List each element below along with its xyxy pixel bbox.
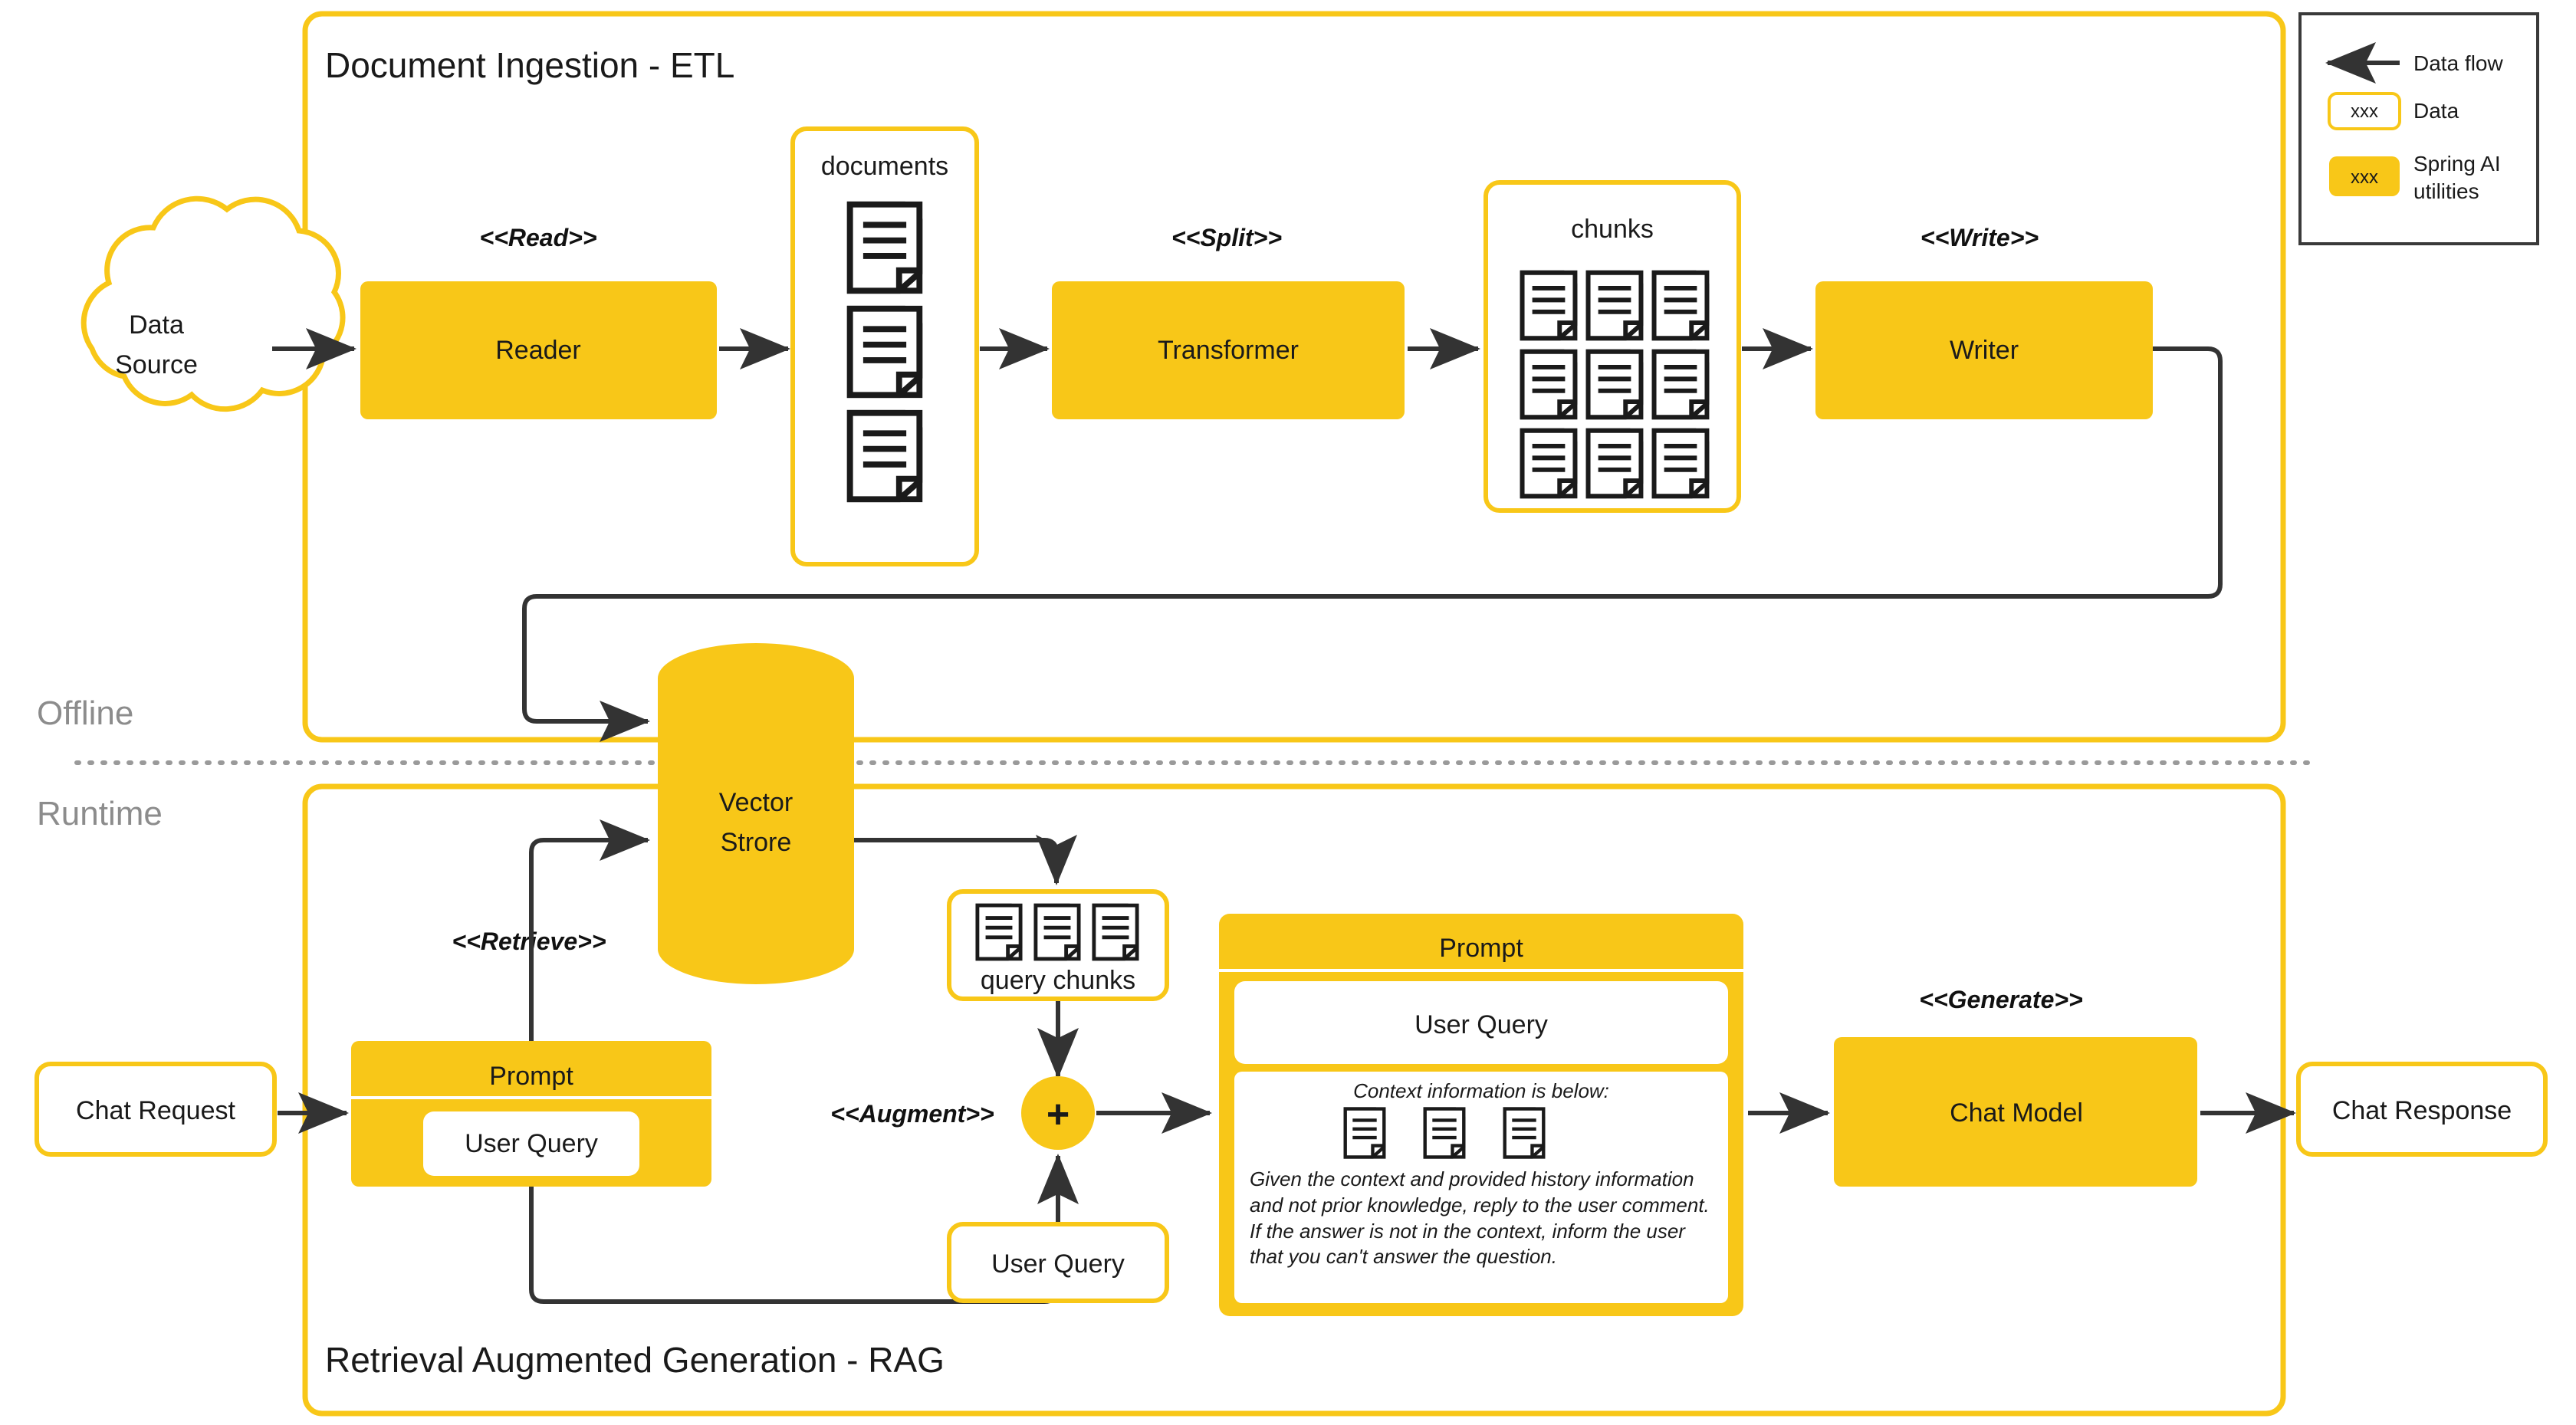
arrow-vectorstore-to-querychunks	[854, 835, 1077, 885]
documents-group[interactable]: documents	[790, 126, 979, 566]
chunk-icon	[1523, 352, 1576, 418]
chunks-group[interactable]: chunks	[1484, 180, 1741, 513]
prompt-left-header: Prompt	[489, 1062, 573, 1091]
chunk-icon	[1523, 431, 1576, 497]
chat-response-box[interactable]	[2296, 1062, 2548, 1157]
query-chunks-node[interactable]: query chunks	[947, 889, 1169, 1001]
vector-store-line1: Vector	[719, 788, 793, 817]
document-icon	[850, 413, 920, 500]
augment-circle[interactable]	[1021, 1076, 1095, 1150]
legend-label-springai-line2: utilities	[2413, 179, 2479, 203]
chunk-icon	[1654, 431, 1707, 497]
user-query-label: User Query	[991, 1249, 1125, 1279]
rag-title: Retrieval Augmented Generation - RAG	[325, 1340, 945, 1380]
cloud-shape	[80, 195, 346, 412]
document-icon	[850, 205, 920, 291]
vector-store-node[interactable]: Vector Strore	[658, 643, 854, 984]
legend-data-sample: xxx	[2351, 101, 2378, 122]
reader-box[interactable]	[360, 281, 717, 419]
data-source-line1: Data	[129, 310, 184, 340]
context-chunk-icon	[1346, 1109, 1385, 1157]
chunks-label: chunks	[1571, 215, 1654, 244]
prompt-right-node[interactable]: Prompt User Query Context information is…	[1219, 914, 1743, 1316]
write-stereotype: <<Write>>	[1921, 224, 2039, 251]
chat-request-box[interactable]	[34, 1062, 277, 1157]
user-query-node[interactable]: User Query	[947, 1222, 1169, 1303]
legend-label-springai-line1: Spring AI	[2413, 152, 2501, 176]
documents-label: documents	[821, 152, 948, 181]
data-source-line2: Source	[115, 350, 198, 379]
writer-box[interactable]	[1815, 281, 2153, 419]
prompt-left-node[interactable]: Prompt User Query	[351, 1041, 711, 1187]
legend-springai-swatch	[2329, 156, 2400, 196]
augment-plus-symbol: +	[1046, 1092, 1070, 1137]
prompt-right-header: Prompt	[1439, 934, 1523, 963]
split-stereotype: <<Split>>	[1171, 224, 1282, 251]
chat-model-box[interactable]	[1834, 1037, 2197, 1187]
chat-model-node[interactable]: <<Generate>> Chat Model	[1834, 986, 2197, 1187]
vector-store-line2: Strore	[721, 828, 792, 857]
query-chunk-icon	[1094, 905, 1137, 959]
chunk-icon	[1654, 352, 1707, 418]
legend-panel: Data flow xxx Data xxx Spring AI utiliti…	[2298, 12, 2539, 245]
data-source-cloud: Data Source	[80, 195, 346, 412]
phase-label-offline: Offline	[37, 694, 133, 732]
document-icon	[850, 309, 920, 396]
arrow-into-vectorstore-top	[522, 699, 650, 742]
chunk-icon	[1654, 273, 1707, 339]
legend-data-swatch	[2328, 92, 2401, 130]
chat-request-label: Chat Request	[76, 1096, 235, 1125]
chat-model-label: Chat Model	[1950, 1098, 2083, 1128]
transformer-box[interactable]	[1052, 281, 1405, 419]
transformer-node[interactable]: <<Split>> Transformer	[1052, 224, 1405, 419]
phase-label-runtime: Runtime	[37, 795, 163, 832]
generate-stereotype: <<Generate>>	[1919, 986, 2082, 1013]
augment-stereotype: <<Augment>>	[830, 1100, 994, 1128]
chunk-icon	[1589, 431, 1641, 497]
vector-store-cylinder[interactable]	[658, 643, 854, 984]
chunk-icon	[1523, 273, 1576, 339]
arrow-prompt-to-vectorstore-retrieve	[529, 819, 650, 1041]
query-chunks-label: query chunks	[981, 966, 1135, 995]
prompt-right-userquery-label: User Query	[1414, 1010, 1548, 1039]
chunk-icon	[1589, 352, 1641, 418]
context-chunk-icon	[1505, 1109, 1544, 1157]
writer-node[interactable]: <<Write>> Writer	[1815, 224, 2153, 419]
augment-node[interactable]: +	[1021, 1076, 1095, 1150]
context-instruction: Given the context and provided history i…	[1250, 1167, 1710, 1269]
prompt-left-userquery-box[interactable]	[423, 1111, 639, 1176]
reader-node[interactable]: <<Read>> Reader	[360, 224, 717, 419]
chat-response-node[interactable]: Chat Response	[2296, 1062, 2548, 1157]
context-instruction-wrap: Given the context and provided history i…	[1250, 1167, 1710, 1269]
legend-label-dataflow: Data flow	[2413, 51, 2503, 75]
legend-label-data: Data	[2413, 99, 2459, 123]
reader-label: Reader	[495, 336, 581, 365]
prompt-right-userquery-box[interactable]	[1234, 981, 1728, 1064]
query-chunk-icon	[1036, 905, 1079, 959]
legend-springai-sample: xxx	[2351, 167, 2378, 188]
transformer-label: Transformer	[1158, 336, 1299, 365]
context-chunk-icon	[1425, 1109, 1464, 1157]
chat-request-node[interactable]: Chat Request	[34, 1062, 277, 1157]
prompt-left-userquery-label: User Query	[465, 1129, 598, 1158]
writer-label: Writer	[1950, 336, 2019, 365]
context-heading: Context information is below:	[1353, 1079, 1609, 1102]
read-stereotype: <<Read>>	[480, 224, 597, 251]
etl-title: Document Ingestion - ETL	[325, 45, 734, 85]
chat-response-label: Chat Response	[2332, 1096, 2512, 1125]
user-query-box[interactable]	[947, 1222, 1169, 1303]
chunk-icon	[1589, 273, 1641, 339]
query-chunk-icon	[978, 905, 1020, 959]
path-writer-to-vectorstore-leg	[522, 346, 2223, 699]
